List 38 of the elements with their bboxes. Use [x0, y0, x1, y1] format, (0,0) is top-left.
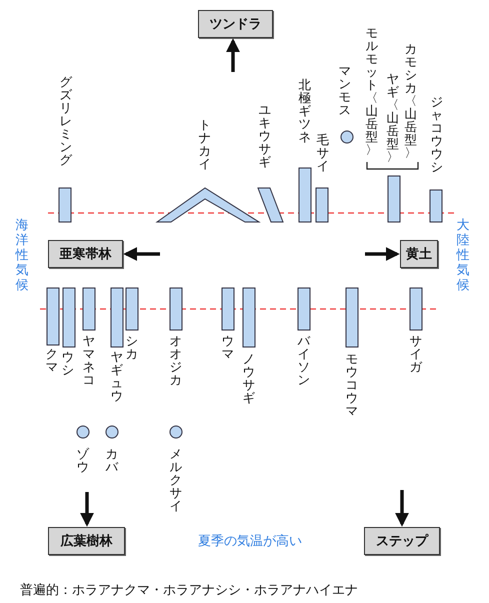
- animal-name: ノウサギ: [242, 352, 256, 404]
- animal-name: サイガ: [410, 334, 422, 373]
- animal-name: モルモット〈山岳型〉: [366, 26, 378, 156]
- arrow: [123, 247, 160, 261]
- animal-name: カバ: [106, 447, 118, 473]
- animal-name: ユキウサギ: [258, 103, 272, 168]
- animal-name: クマ: [46, 347, 58, 373]
- animal-name: ヤギュウ: [110, 350, 124, 402]
- animal-name: 毛サイ: [316, 133, 330, 172]
- animal-name: バイソン: [298, 334, 310, 386]
- animal-name: ウマ: [222, 334, 234, 360]
- animal-name: トナカイ: [198, 118, 212, 170]
- arrow: [365, 247, 400, 261]
- arrow: [80, 492, 94, 527]
- biome-box: 広葉樹林: [48, 527, 125, 555]
- climate-label: 大陸性気候: [456, 218, 470, 293]
- animal-name: ヤギ〈山岳型〉: [386, 72, 400, 163]
- animal-name: ヤマネコ: [82, 334, 96, 386]
- animal-name: ゾウ: [76, 447, 90, 473]
- animal-name: ジャコウウシ: [430, 95, 444, 173]
- animal-name: メルクサイ: [170, 447, 182, 512]
- biome-box: ツンドラ: [198, 10, 273, 38]
- animal-name: 北極ギツネ: [298, 78, 312, 143]
- arrow: [226, 38, 240, 72]
- animal-name: オオジカ: [170, 334, 182, 386]
- animal-name: マンモス: [338, 64, 352, 116]
- animal-name: グズリレミング: [60, 75, 72, 166]
- animal-name: ウシ: [62, 350, 74, 376]
- animal-name: カモシカ〈山岳型〉: [404, 42, 418, 159]
- note-text: 普遍的：ホラアナクマ・ホラアナシシ・ホラアナハイエナ: [20, 582, 358, 599]
- biome-box: 黄土: [400, 240, 438, 268]
- biome-box: ステップ: [364, 527, 440, 555]
- note-text: 夏季の気温が高い: [198, 533, 302, 550]
- animal-name: シカ: [126, 334, 138, 360]
- arrow: [395, 490, 409, 527]
- climate-label: 海洋性気候: [15, 218, 29, 293]
- animal-name: モウコウマ: [346, 352, 358, 417]
- biome-box: 亜寒帯林: [48, 240, 123, 268]
